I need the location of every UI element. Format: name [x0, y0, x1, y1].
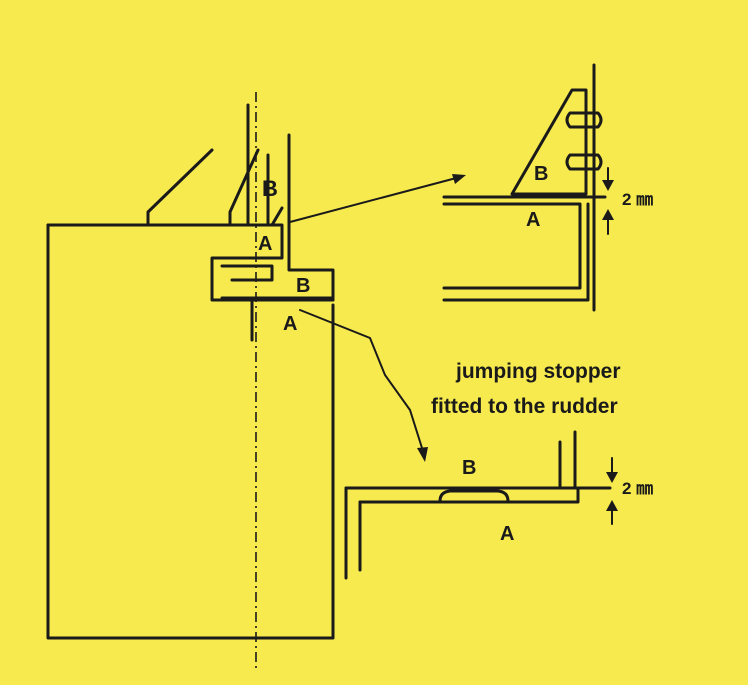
- rudder-body: [46, 223, 335, 640]
- upper-chamfer: [270, 206, 284, 227]
- label-main-a-lower: A: [283, 313, 297, 335]
- label-detail1-b: B: [534, 163, 548, 185]
- stopper-plate-b: [220, 268, 335, 302]
- caption-line-2: fitted to the rudder: [431, 395, 618, 418]
- label-detail2-gap: 2 ㎜: [622, 479, 653, 498]
- label-detail1-gap: 2 ㎜: [622, 190, 653, 209]
- stopper-bracket-a: [210, 223, 335, 342]
- leader-line-upper: [289, 176, 461, 223]
- leader-arrowhead-lower: [417, 447, 428, 462]
- label-main-a-upper: A: [258, 233, 272, 255]
- label-detail1-a: A: [526, 209, 540, 231]
- label-detail2-b: B: [462, 457, 476, 479]
- leader-line-lower: [299, 309, 423, 449]
- leader-arrowhead-upper: [452, 174, 466, 184]
- upper-bracket: [146, 103, 291, 272]
- detail-lower: [344, 430, 618, 580]
- detail-upper: [442, 63, 614, 312]
- label-detail2-a: A: [500, 523, 514, 545]
- label-main-b-upper: B: [262, 176, 278, 201]
- caption-line-1: jumping stopper: [455, 360, 621, 383]
- label-main-b-lower: B: [296, 275, 310, 297]
